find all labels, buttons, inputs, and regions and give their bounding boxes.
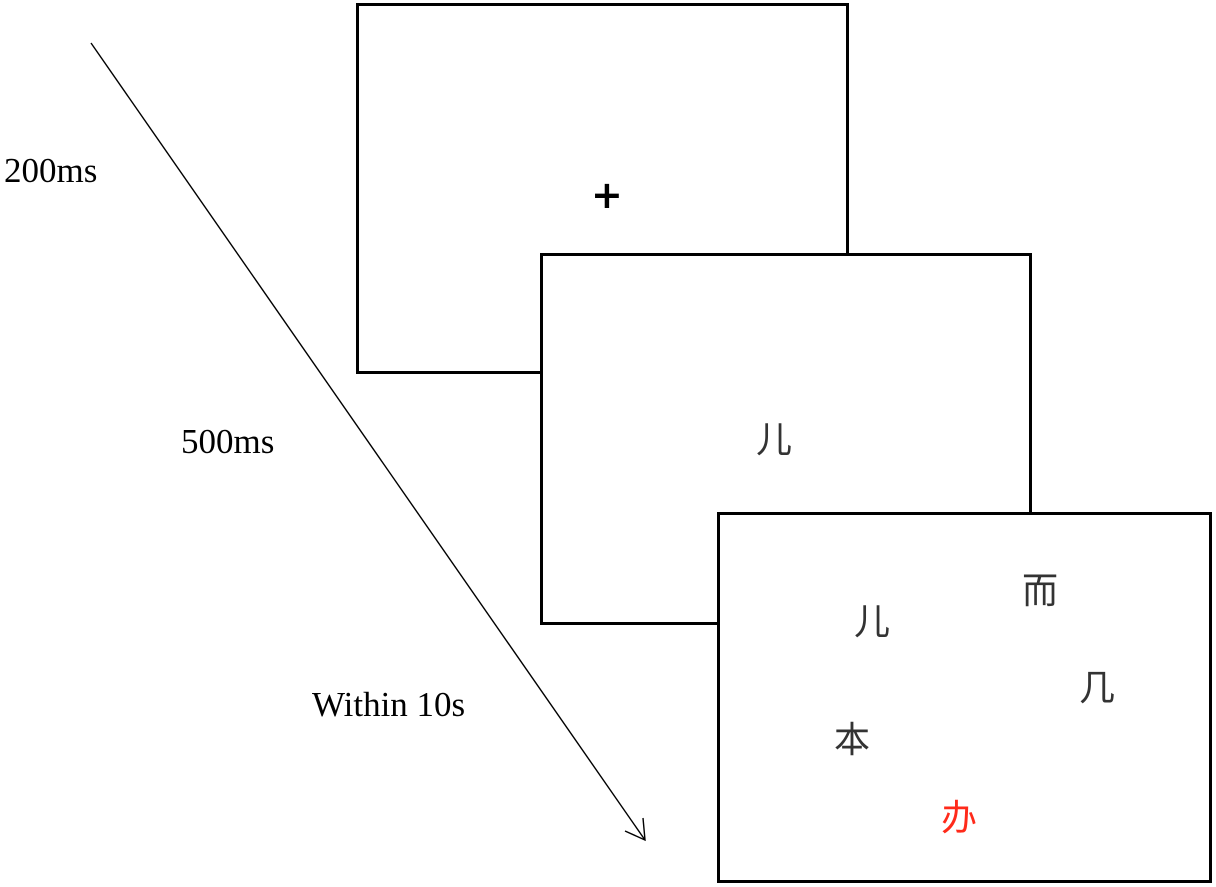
cue-duration-label: 500ms	[181, 422, 275, 461]
search-duration-label: Within 10s	[312, 685, 466, 724]
search-frame: 而 儿 几 本 办	[717, 512, 1212, 883]
fixation-cross: +	[591, 173, 623, 217]
search-item-target: 办	[941, 798, 978, 839]
search-item-distractor: 本	[834, 720, 871, 761]
search-item-distractor: 儿	[854, 602, 891, 643]
search-item-distractor: 几	[1079, 668, 1116, 709]
time-arrow-head	[624, 817, 646, 842]
fixation-duration-label: 200ms	[4, 151, 98, 190]
cue-character: 儿	[756, 420, 793, 461]
search-item-distractor: 而	[1022, 571, 1059, 612]
